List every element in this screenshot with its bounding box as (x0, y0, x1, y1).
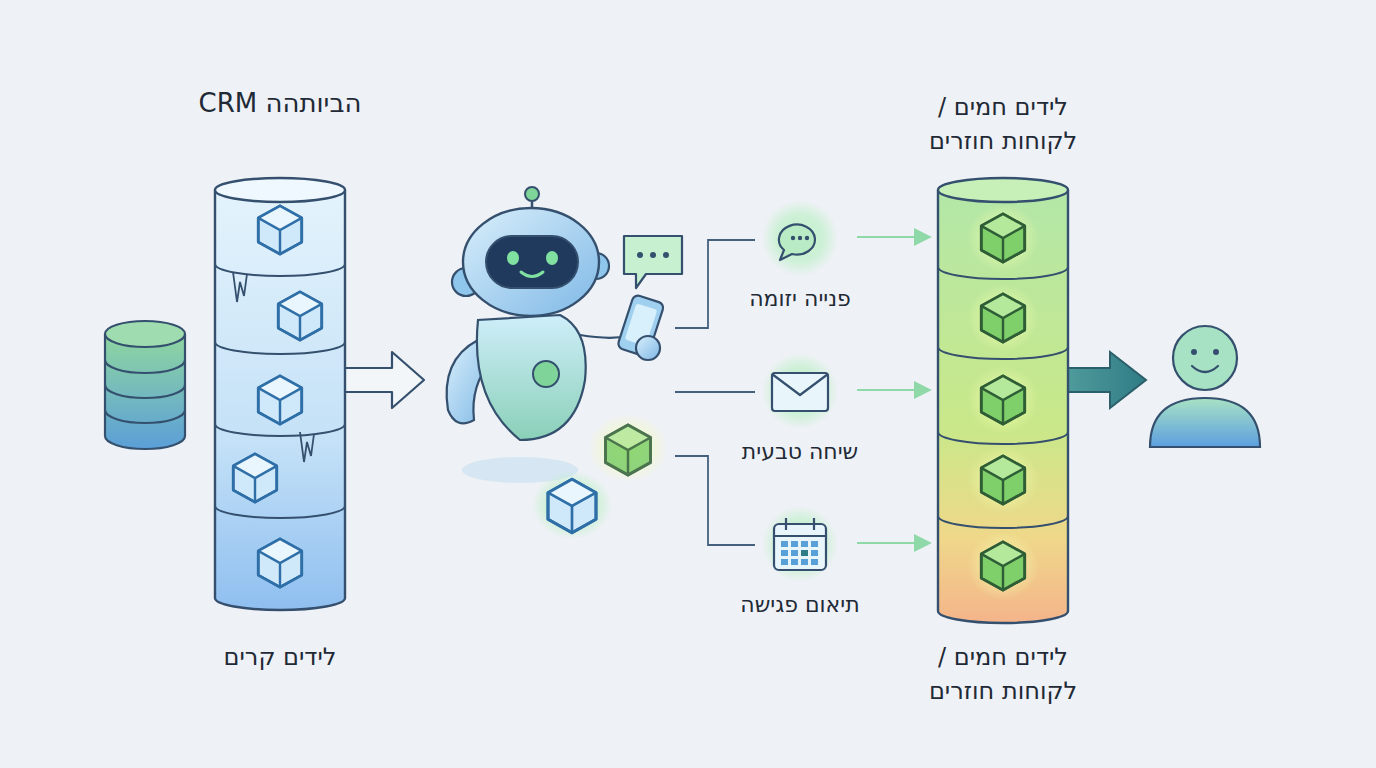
branch-lines (675, 240, 755, 545)
lead-cube (258, 539, 302, 587)
channel-label: פנייה יזומה (715, 282, 885, 316)
cylinder-body (938, 190, 1068, 623)
icon-symbol (779, 225, 815, 260)
cylinder-band (215, 424, 345, 436)
cylinder-band (938, 516, 1068, 528)
icon-symbol (772, 373, 828, 411)
lead-database: CRM הביותההלידים קרים (215, 178, 345, 610)
database-icon (105, 321, 185, 449)
lead-cube (981, 456, 1025, 504)
cylinder-band (215, 506, 345, 518)
icon-glow (762, 353, 838, 429)
store-heading: לידים חמים / לקוחות חוזרים (903, 90, 1103, 158)
lead-cube (258, 376, 302, 424)
cylinder-shape (215, 178, 345, 610)
channel-icon (745, 202, 855, 278)
store-heading: CRM הביותהה (190, 86, 370, 120)
flow-arrow (857, 542, 930, 544)
cube-glow (967, 204, 1039, 272)
lead-cube (981, 214, 1025, 262)
block-arrow (1068, 352, 1146, 408)
lead-cube (981, 376, 1025, 424)
robot-agent (447, 187, 682, 539)
channel-label: תיאום פגישה (715, 588, 885, 622)
lead-cube (981, 294, 1025, 342)
icon-symbol (774, 518, 826, 570)
lead-cube (278, 292, 322, 340)
channel-node: פנייה יזומה (745, 202, 855, 312)
channel-node: שיחה טבעית (745, 355, 855, 465)
channel-label: שיחה טבעית (715, 435, 885, 469)
cylinder-band (215, 342, 345, 354)
channel-icon (745, 355, 855, 431)
channel-icon (745, 508, 855, 584)
lead-cube (981, 542, 1025, 590)
flow-arrow (857, 236, 930, 238)
icon-glow (762, 506, 838, 582)
cube-glow (967, 532, 1039, 600)
block-arrow (345, 352, 424, 408)
lead-cube (258, 206, 302, 254)
cylinder-band (215, 264, 345, 276)
store-caption: לידים קרים (160, 640, 400, 674)
cube-glow (967, 366, 1039, 434)
lead-database: לידים חמים / לקוחות חוזריםלידים חמים / ל… (938, 178, 1068, 623)
channel-node: תיאום פגישה (745, 508, 855, 618)
cylinder-top (938, 178, 1068, 202)
cylinder-body (215, 190, 345, 610)
icon-glow (762, 200, 838, 276)
store-caption: לידים חמים / לקוחות חוזרים (903, 640, 1103, 708)
lead-cube (233, 454, 277, 502)
icicle (233, 272, 247, 302)
customer-icon (1150, 326, 1260, 447)
flow-arrow (857, 389, 930, 391)
cube-glow (967, 446, 1039, 514)
icicle (300, 432, 314, 462)
cylinder-top (215, 178, 345, 202)
cube-glow (967, 284, 1039, 352)
cylinder-shape (938, 178, 1068, 623)
